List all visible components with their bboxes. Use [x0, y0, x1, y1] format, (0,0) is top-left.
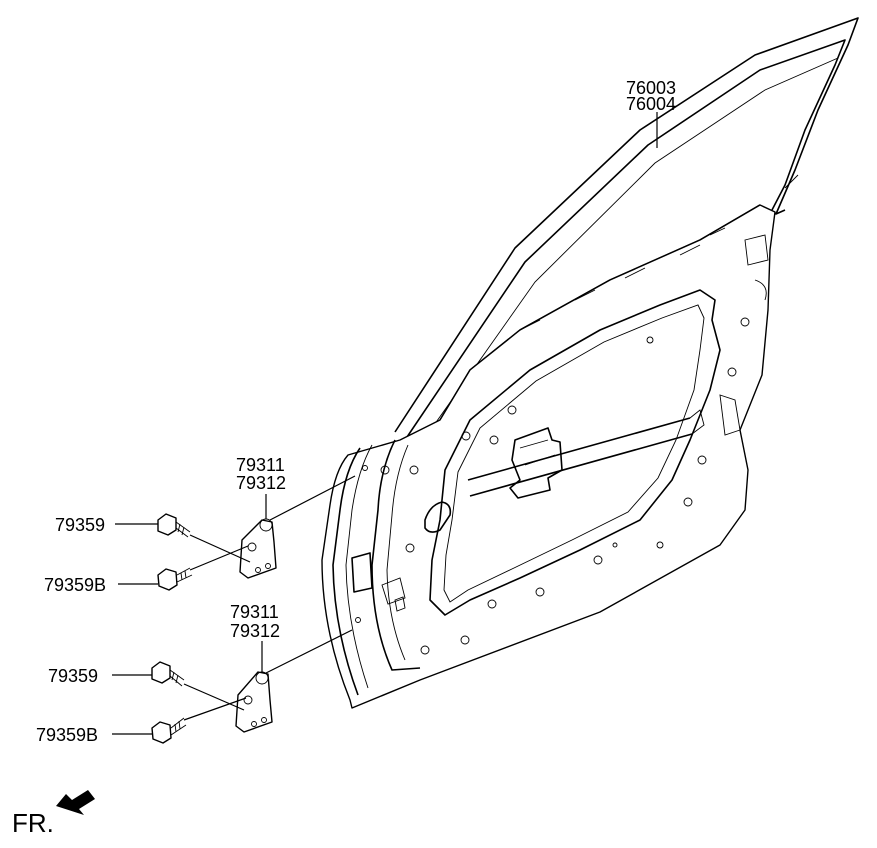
lower-bolt-a [151, 661, 185, 687]
upper-bolt-b [157, 567, 193, 591]
leader-lines [112, 112, 658, 735]
upper-bolt-a [157, 513, 191, 538]
frame-part-number-1: 76003 [626, 78, 676, 98]
lower-hinge-part-number-2: 79312 [230, 621, 280, 641]
lower-hinge-part-number-1: 79311 [230, 602, 279, 622]
upper-hinge [239, 518, 277, 579]
upper-bolt-a-part-number: 79359 [55, 515, 105, 535]
front-direction-label: FR. [12, 808, 54, 838]
upper-hinge-part-number-1: 79311 [236, 455, 285, 475]
lower-bolt-b [151, 717, 187, 744]
upper-bolt-b-part-number: 79359B [44, 575, 106, 595]
arrow-forward-left-icon [56, 790, 95, 815]
upper-hinge-part-number-2: 79312 [236, 473, 286, 493]
lower-bolt-b-part-number: 79359B [36, 725, 98, 745]
frame-part-number-2: 76004 [626, 94, 676, 114]
lower-hinge [235, 671, 273, 733]
door-frame-assembly [321, 17, 859, 709]
lower-bolt-a-part-number: 79359 [48, 666, 98, 686]
front-direction-indicator: FR. [12, 790, 95, 838]
